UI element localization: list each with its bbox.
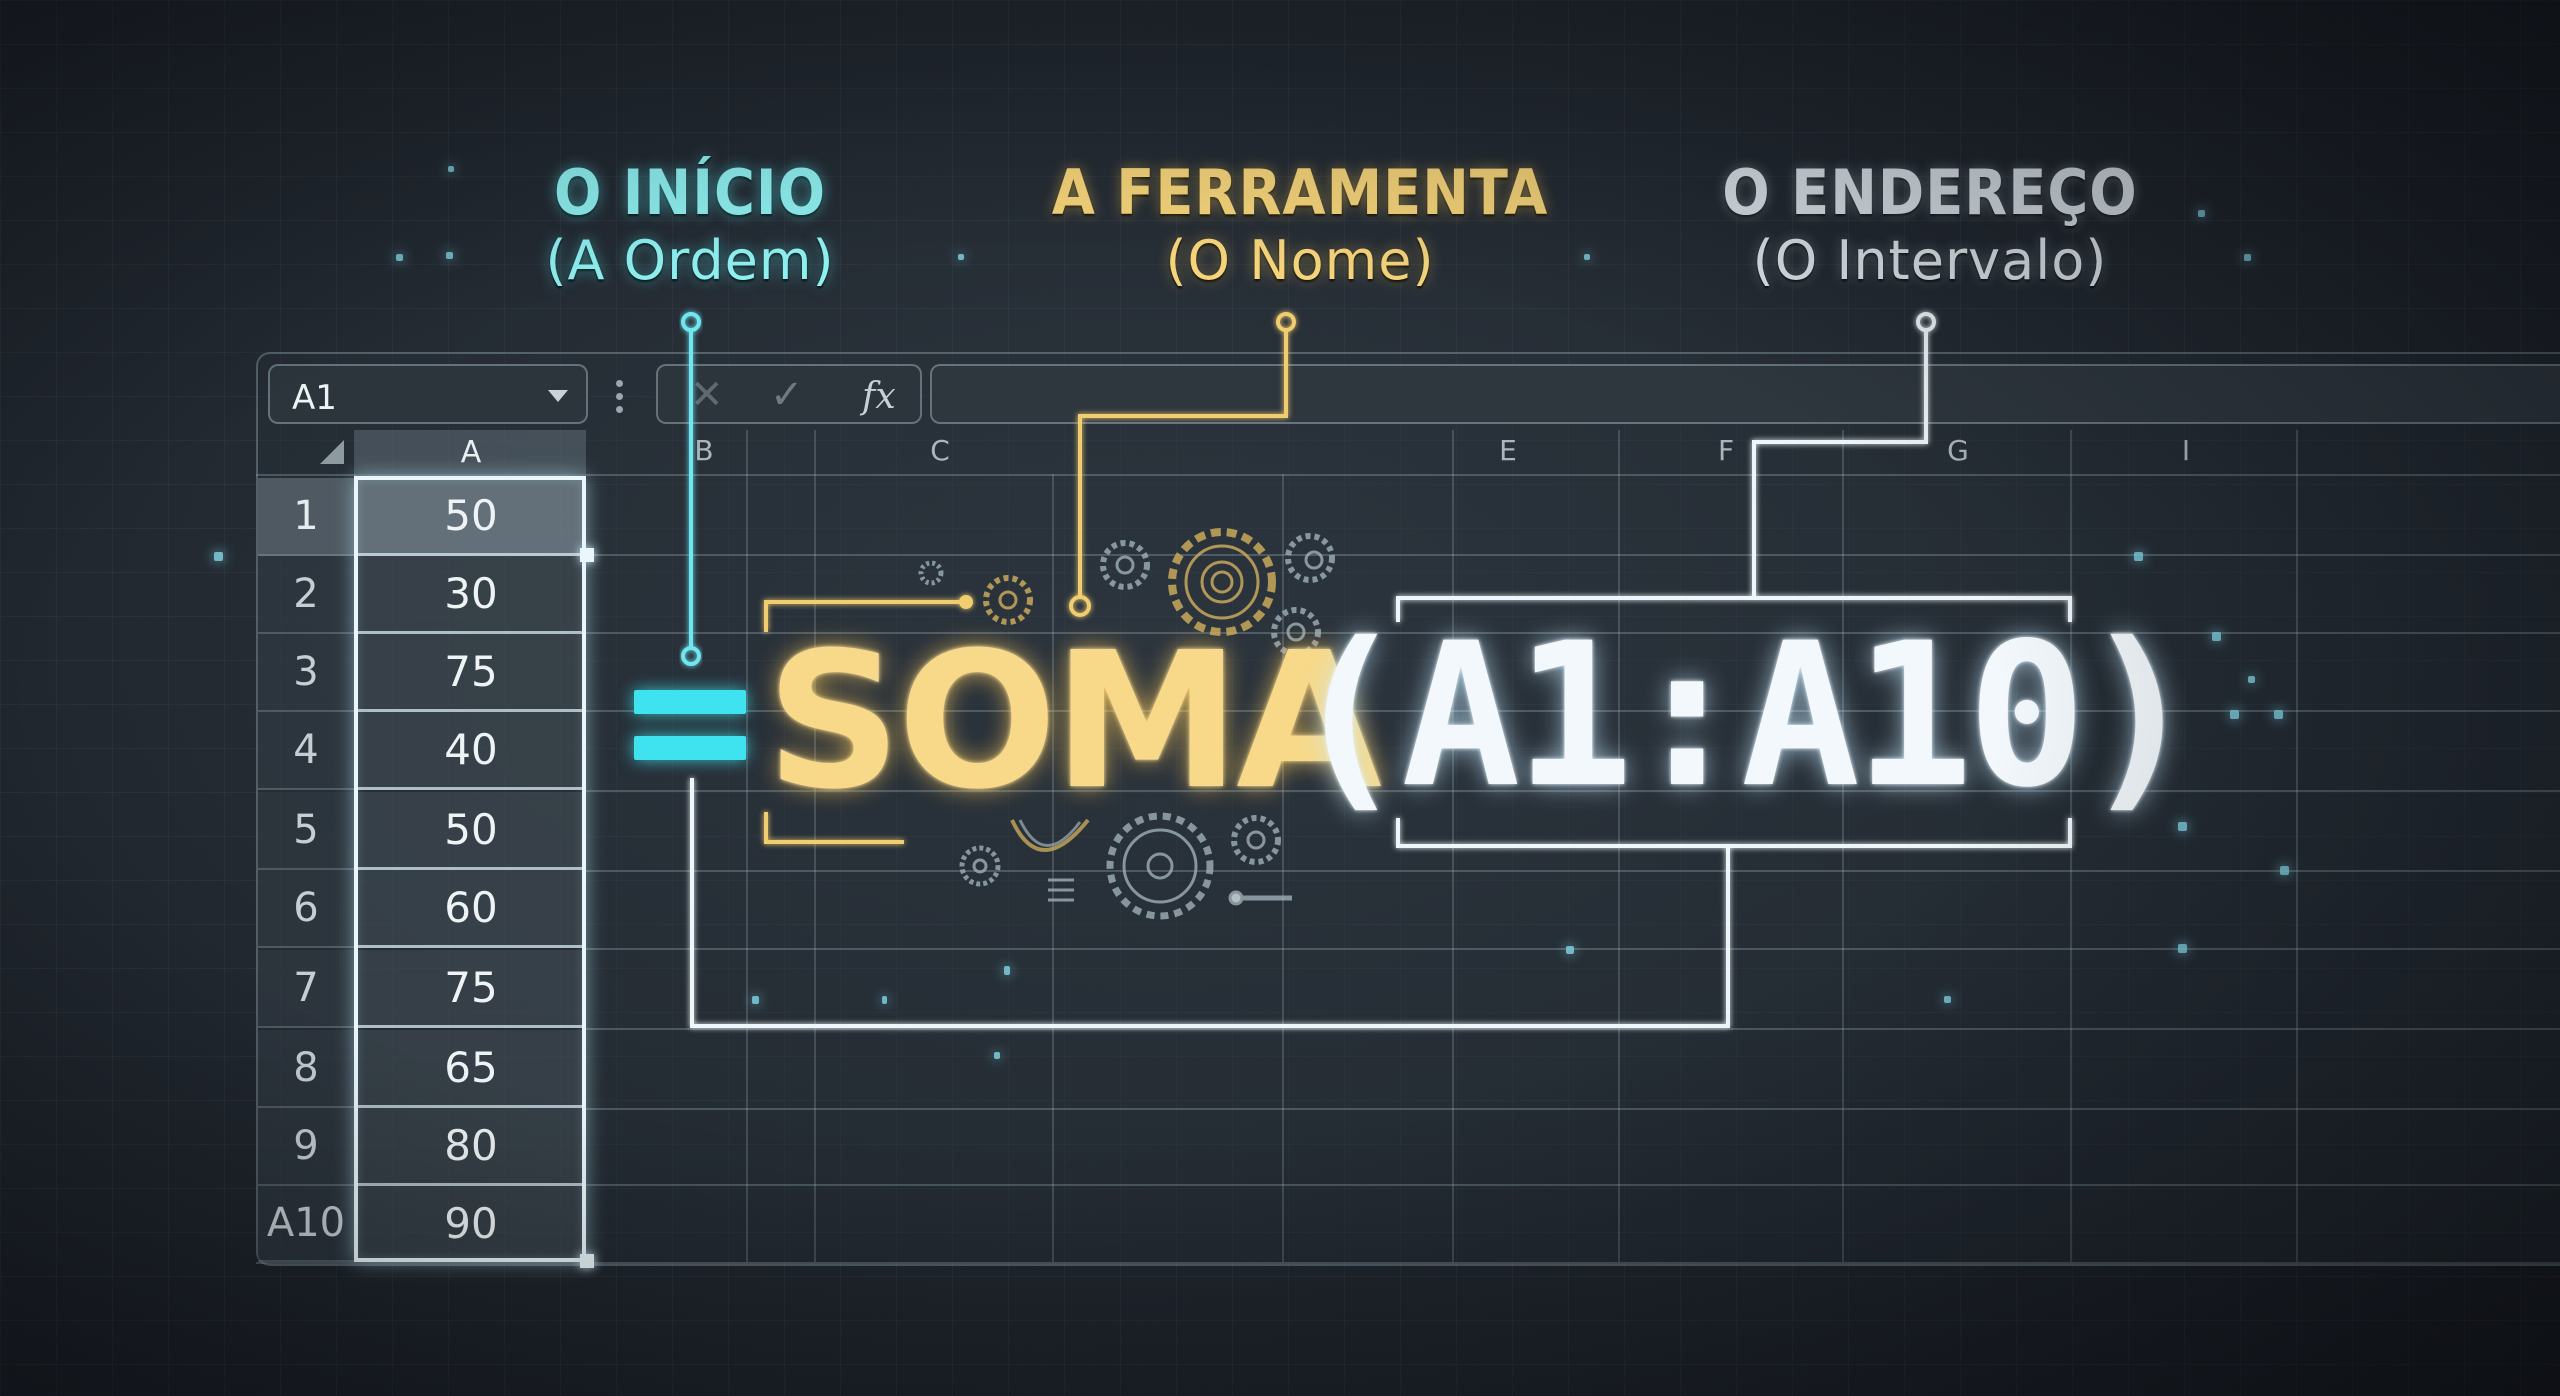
equals-sign <box>634 690 746 782</box>
decorative-particle <box>2178 822 2187 831</box>
decorative-particle <box>2178 944 2187 953</box>
decorative-particle <box>214 552 223 561</box>
decorative-particle <box>752 996 759 1004</box>
decorative-particle <box>2280 866 2289 875</box>
decorative-particle <box>2230 710 2239 719</box>
decorative-particle <box>1566 946 1574 954</box>
decorative-particle <box>882 996 887 1004</box>
decorative-particle <box>396 254 403 261</box>
decorative-particle <box>2134 552 2143 561</box>
decorative-particle <box>1584 254 1590 260</box>
decorative-particle <box>446 252 453 259</box>
decorative-particle <box>1944 996 1951 1003</box>
decorative-particle <box>2274 710 2283 719</box>
decorative-particle <box>958 254 964 260</box>
decorative-particle <box>994 1052 1000 1059</box>
decorative-particle <box>448 166 454 172</box>
function-name: SOMA <box>766 612 1382 831</box>
function-arguments: (A1:A10) <box>1288 600 2200 831</box>
decorative-particle <box>2244 254 2251 261</box>
decorative-particle <box>2212 632 2221 641</box>
decorative-particle <box>2248 676 2255 683</box>
decorative-particle <box>1004 966 1010 975</box>
decorative-particle <box>2198 210 2205 217</box>
